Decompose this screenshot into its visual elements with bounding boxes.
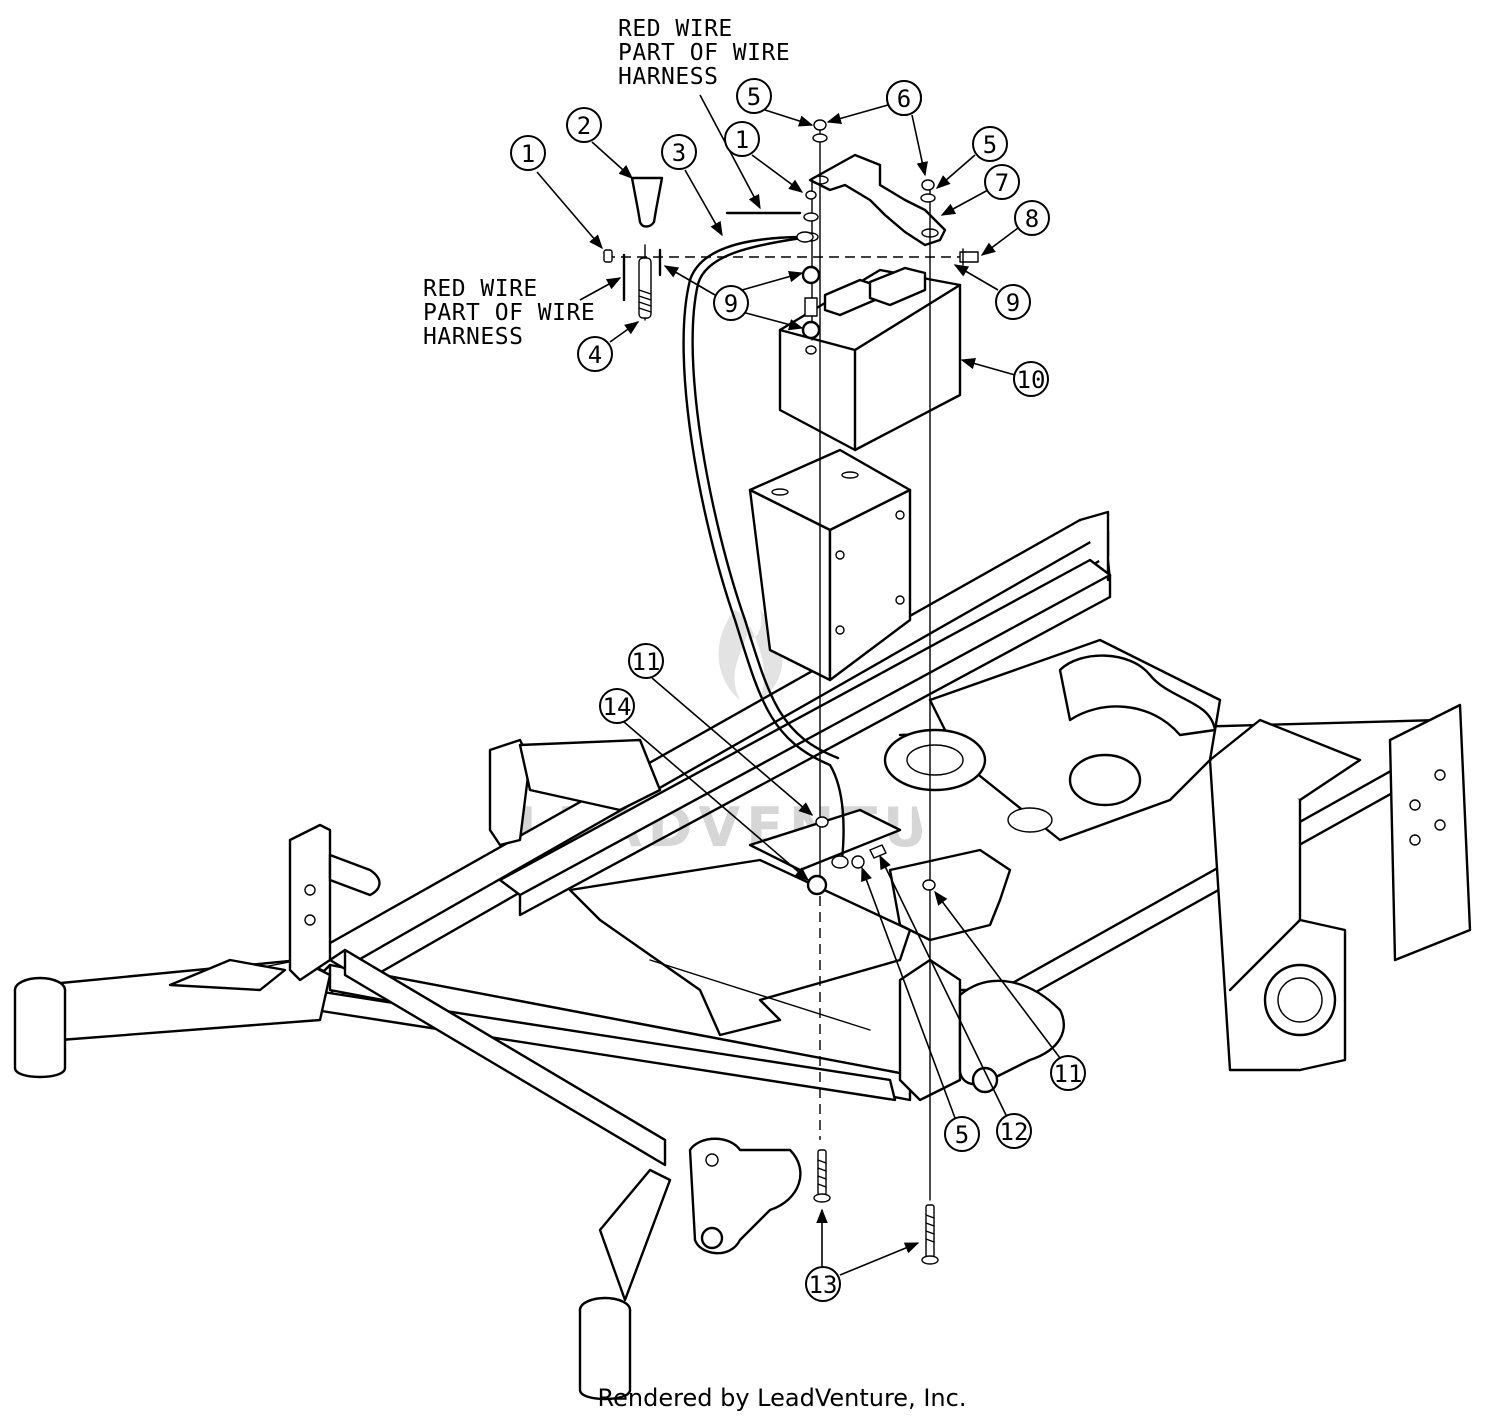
callout-1-left: 1 — [510, 135, 603, 250]
svg-text:11: 11 — [632, 648, 661, 676]
svg-text:6: 6 — [897, 85, 911, 113]
note-top: RED WIRE PART OF WIRE HARNESS — [618, 16, 790, 210]
battery — [778, 266, 962, 452]
svg-text:12: 12 — [1000, 1118, 1029, 1146]
note-top-line-3: HARNESS — [618, 64, 718, 90]
callout-13: 13 — [805, 1208, 920, 1302]
svg-text:3: 3 — [672, 139, 686, 167]
callout-3: 3 — [661, 134, 723, 237]
terminal-boot — [630, 176, 664, 228]
note-left-line-3: HARNESS — [423, 324, 523, 350]
screw-left — [813, 1149, 831, 1203]
hex-nut — [603, 249, 613, 263]
callout-8: 8 — [980, 200, 1050, 256]
callout-11-top: 11 — [628, 643, 814, 816]
svg-text:14: 14 — [603, 693, 632, 721]
svg-text:1: 1 — [521, 140, 535, 168]
svg-text:5: 5 — [747, 83, 761, 111]
callout-14: 14 — [599, 688, 810, 881]
svg-text:7: 7 — [995, 169, 1009, 197]
battery-stand — [748, 448, 1012, 942]
callout-2: 2 — [566, 107, 634, 179]
callout-9-left: 9 — [663, 265, 804, 331]
callout-5-right: 5 — [935, 126, 1008, 189]
callout-11-bottom: 11 — [934, 890, 1086, 1091]
battery-cable — [682, 231, 849, 869]
note-top-line-2: PART OF WIRE — [618, 40, 790, 66]
note-left-line-2: PART OF WIRE — [423, 300, 595, 326]
svg-text:8: 8 — [1025, 205, 1039, 233]
svg-text:1: 1 — [735, 126, 749, 154]
svg-text:13: 13 — [809, 1271, 838, 1299]
svg-text:2: 2 — [577, 112, 591, 140]
callout-6-right: 6 — [886, 80, 928, 177]
note-left-line-1: RED WIRE — [423, 276, 538, 302]
callout-5-bottom: 5 — [861, 866, 980, 1152]
callout-5-top: 5 — [736, 78, 814, 127]
note-left: RED WIRE PART OF WIRE HARNESS — [423, 276, 622, 350]
bolt — [959, 251, 979, 263]
screw-right — [921, 1204, 939, 1265]
callout-4: 4 — [577, 321, 640, 372]
callout-12: 12 — [879, 854, 1032, 1149]
svg-text:5: 5 — [955, 1121, 969, 1149]
note-top-line-1: RED WIRE — [618, 16, 733, 42]
footer-credit: Rendered by LeadVenture, Inc. — [598, 1384, 967, 1412]
svg-text:9: 9 — [1006, 289, 1020, 317]
svg-text:11: 11 — [1054, 1060, 1083, 1088]
callout-10: 10 — [960, 357, 1049, 397]
callout-7: 7 — [940, 164, 1020, 216]
svg-text:9: 9 — [724, 290, 738, 318]
fastener-parts — [603, 119, 979, 1265]
callout-1-top: 1 — [724, 121, 804, 193]
svg-text:5: 5 — [983, 131, 997, 159]
callout-9-right: 9 — [953, 264, 1031, 320]
svg-text:4: 4 — [588, 341, 602, 369]
svg-text:10: 10 — [1017, 366, 1046, 394]
mower-frame — [13, 510, 1472, 1401]
